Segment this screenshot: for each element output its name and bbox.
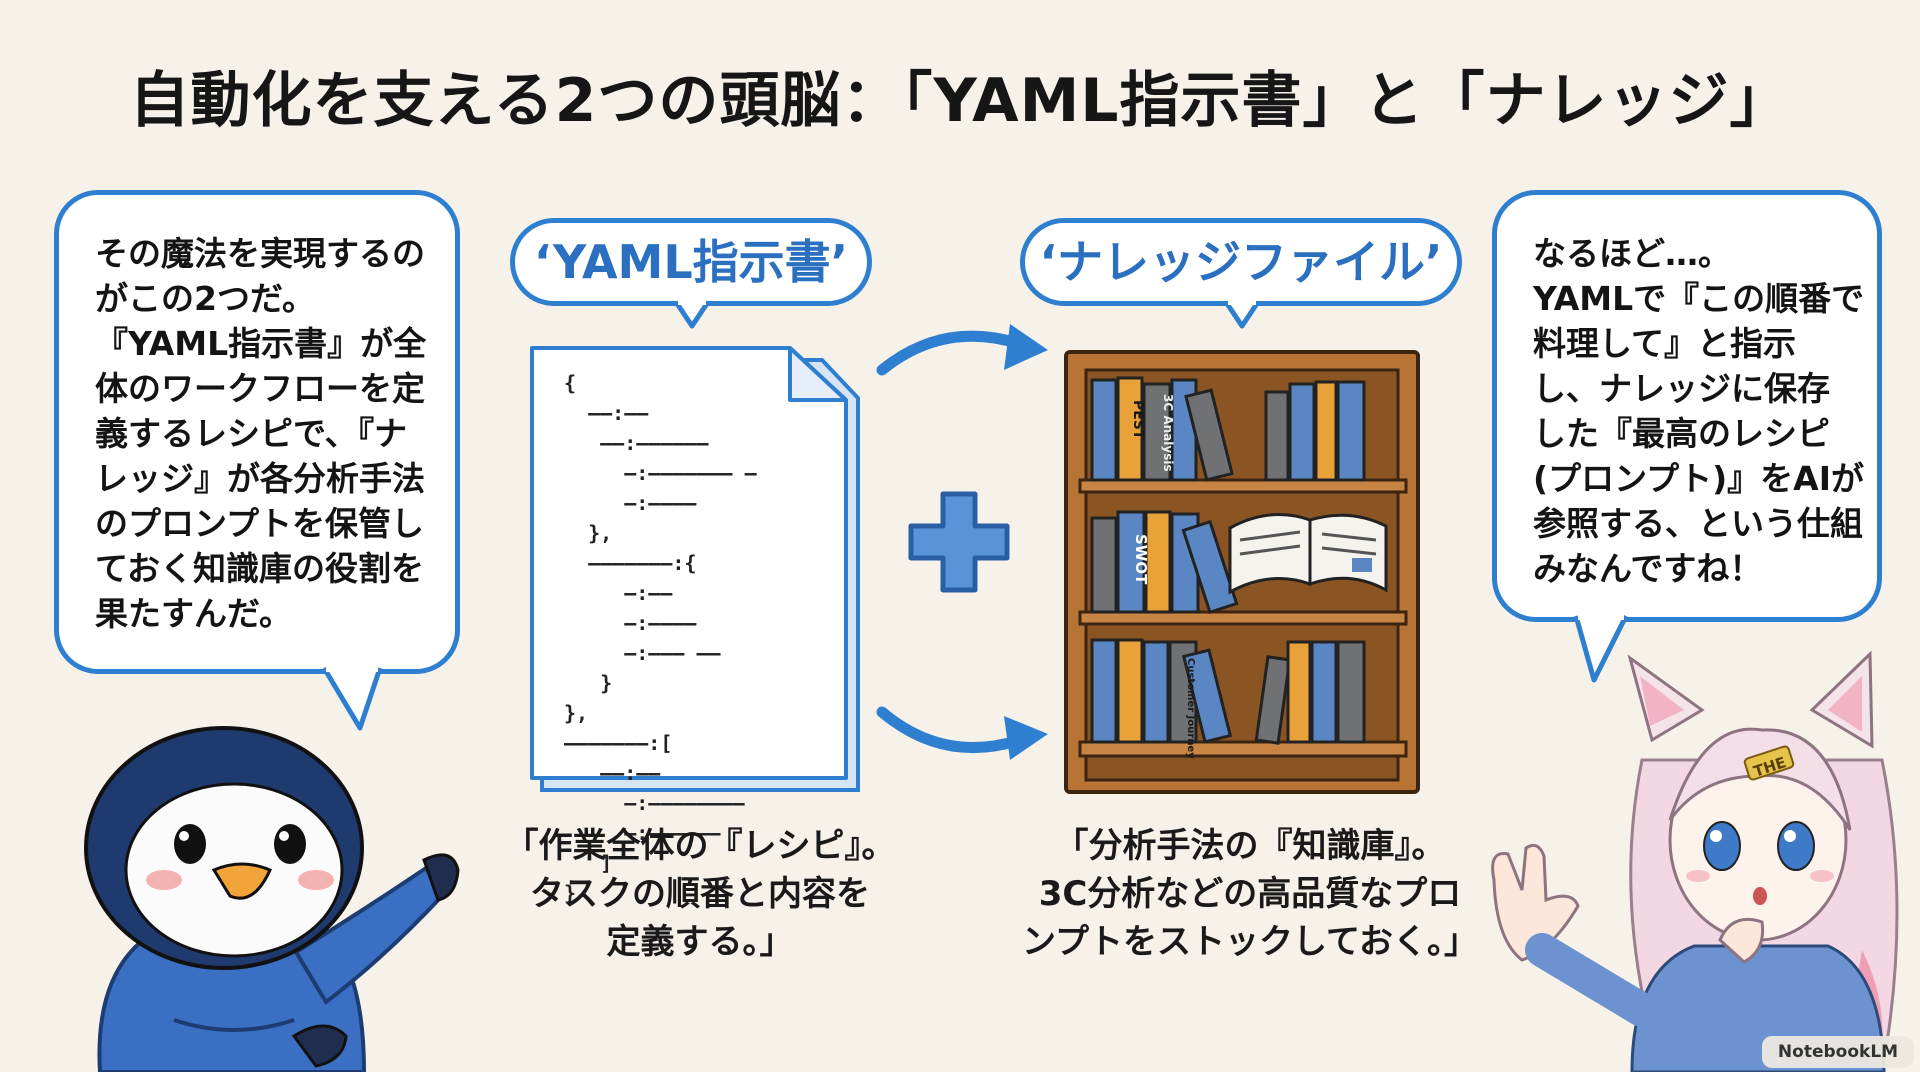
book-title: SWOT [1132,534,1150,585]
caption-line: ンプトをストックしておく。」 [1022,922,1478,962]
plus-icon [908,491,1010,593]
caption-line: 3C分析などの高品質なプロ [1038,874,1462,914]
catgirl-character: THE [1491,650,1899,1072]
bubble-line: 義するレシピで、『ナ [95,414,408,453]
caption-line: タスクの順番と内容を [530,874,870,914]
caption-line: 定義する。」 [606,922,794,962]
knowledge-label-tail [1223,300,1261,329]
bubble-line: 参照する、という仕組 [1533,504,1863,543]
bubble-line: 体のワークフローを定 [95,369,425,408]
document-icon [530,346,860,792]
notebooklm-watermark: NotebookLM [1762,1036,1914,1068]
bubble-line: YAMLで『この順番で [1533,279,1865,318]
book-title: PEST [1130,400,1146,440]
bubble-line: のプロンプトを保管し [95,504,425,543]
bubble-line: 料理して』と指示 [1533,324,1797,363]
yaml-caption: 「作業全体の『レシピ』。 タスクの順番と内容を 定義する。」 [480,822,920,966]
knowledge-label: ‘ナレッジファイル’ [1020,218,1462,306]
book-title: 3C Analysis [1161,394,1175,472]
arrow-top-icon [876,324,1048,376]
bubble-line: ておく知識庫の役割を [95,549,425,588]
caption-line: 「分析手法の『知識庫』。 [1054,826,1446,866]
bubble-line: (プロンプト)』をAIが [1533,459,1864,498]
bubble-line: みなんですね！ [1533,549,1763,588]
yaml-label-tail [673,300,711,329]
bubble-line: レッジ』が各分析手法 [95,459,425,498]
page-title: 自動化を支える2つの頭脳：「YAML指示書」と「ナレッジ」 [129,66,1791,136]
knowledge-caption: 「分析手法の『知識庫』。 3C分析などの高品質なプロ ンプトをストックしておく。… [990,822,1510,966]
yaml-code-block: { ——:—— ——:—————— —:——————— — —:———— }, … [564,371,757,905]
book-title: Customer Journey [1185,658,1196,759]
bubble-line: 『YAML指示書』が全 [95,324,427,363]
penguin-speech-bubble: その魔法を実現するの がこの2つだ。 『YAML指示書』が全 体のワークフローを… [54,190,460,674]
penguin-bubble-tail [321,664,383,731]
yaml-label: ‘YAML指示書’ [510,218,872,306]
bubble-line: がこの2つだ。 [95,279,315,318]
bubble-line: した『最高のレシピ [1533,414,1830,453]
bubble-line: 果たすんだ。 [95,594,293,633]
girl-bubble-tail [1573,612,1629,683]
arrow-bottom-icon [876,706,1048,760]
bubble-line: し、ナレッジに保存 [1533,369,1830,408]
girl-speech-bubble: なるほど…。 YAMLで『この順番で 料理して』と指示 し、ナレッジに保存 した… [1492,190,1882,622]
yaml-document-illustration: { ——:—— ——:—————— —:——————— — —:———— }, … [520,338,870,905]
bubble-line: その魔法を実現するの [95,234,425,273]
bookshelf-illustration: PEST 3C Analysis SWOT Customer Journey [1060,340,1430,804]
bubble-line: なるほど…。 [1533,234,1731,273]
penguin-character [84,726,460,1072]
caption-line: 「作業全体の『レシピ』。 [504,826,896,866]
